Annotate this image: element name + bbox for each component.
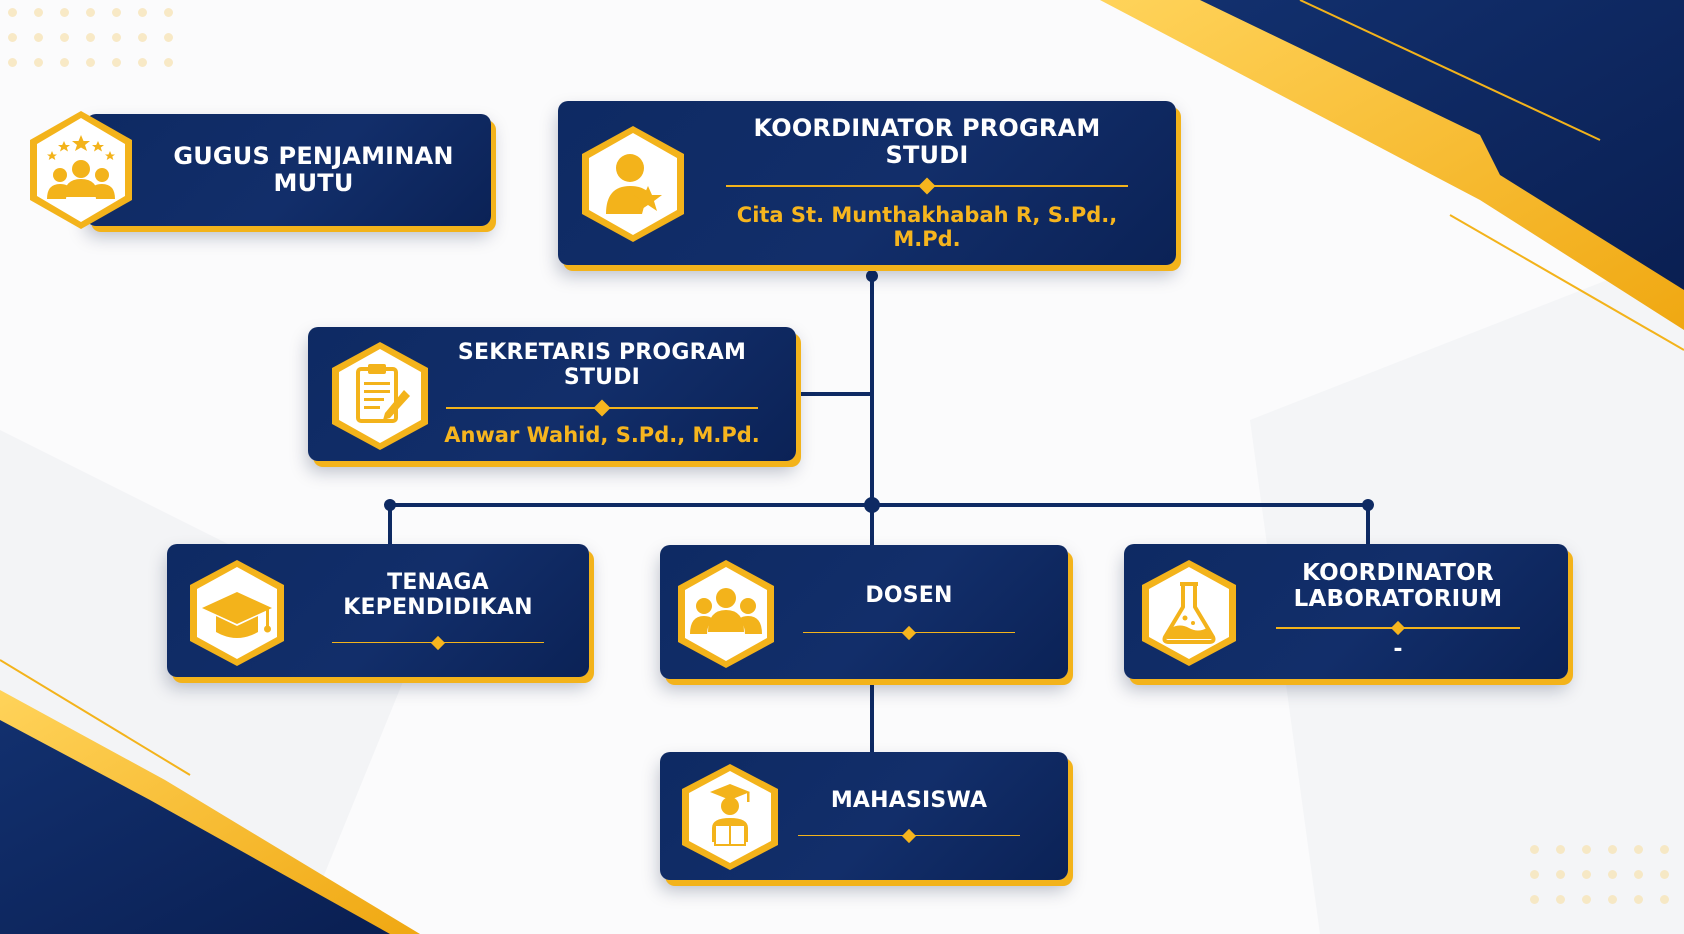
group-people-icon xyxy=(674,556,778,672)
tenaga-divider xyxy=(332,636,544,651)
lab-flask-icon xyxy=(1138,556,1240,670)
tenaga-title: TENAGA KEPENDIDIKAN xyxy=(343,569,533,620)
dosen-title: DOSEN xyxy=(865,582,953,608)
student-reading-icon xyxy=(678,760,782,874)
gugus-title: GUGUS PENJAMINAN MUTU xyxy=(173,142,454,197)
koordinator-prodi-divider xyxy=(726,177,1128,195)
koordinator-lab-title-line1: KOORDINATOR xyxy=(1302,560,1494,587)
sekretaris-name: Anwar Wahid, S.Pd., M.Pd. xyxy=(444,422,760,447)
mahasiswa-title: MAHASISWA xyxy=(830,787,988,813)
node-gugus-penjaminan-mutu[interactable]: GUGUS PENJAMINAN MUTU xyxy=(86,114,491,226)
dosen-divider xyxy=(803,626,1015,641)
quality-team-stars-icon xyxy=(26,107,136,233)
dot-pattern-bottom-right xyxy=(1530,845,1684,904)
koordinator-lab-name: - xyxy=(1393,636,1403,662)
koordinator-lab-title-line2: LABORATORIUM xyxy=(1293,586,1503,612)
koordinator-prodi-title: KOORDINATOR PROGRAM STUDI xyxy=(753,114,1101,169)
graduation-cap-icon xyxy=(186,556,288,670)
koordinator-lab-divider xyxy=(1276,620,1520,635)
person-star-icon xyxy=(578,122,688,246)
sekretaris-title: SEKRETARIS PROGRAM STUDI xyxy=(457,340,747,390)
clipboard-pen-icon xyxy=(328,338,432,454)
koordinator-prodi-name: Cita St. Munthakhabah R, S.Pd., M.Pd. xyxy=(736,202,1118,251)
mahasiswa-divider xyxy=(798,829,1020,844)
dot-pattern-top-left xyxy=(8,8,173,67)
sekretaris-divider xyxy=(446,399,758,417)
